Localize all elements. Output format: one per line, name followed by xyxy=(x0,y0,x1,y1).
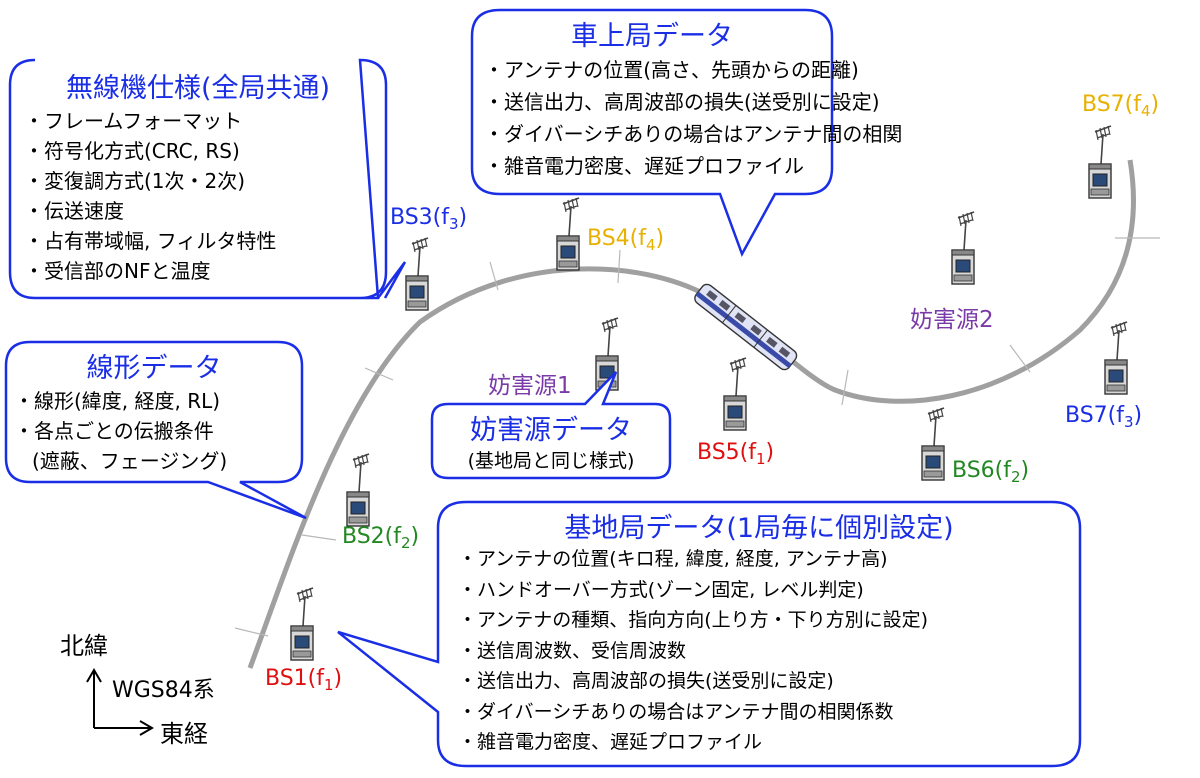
bs5-freq: 1 xyxy=(756,450,766,468)
bs7a-tower xyxy=(1088,125,1112,199)
vehicle-box-list: ・アンテナの位置(高さ、先頭からの距離) ・送信出力、高周波部の損失(送受別に設… xyxy=(484,54,902,182)
compass-arrows xyxy=(86,668,154,736)
bs6-tower xyxy=(921,407,945,481)
vehicle-item: ・ダイバーシチありの場合はアンテナ間の相関 xyxy=(484,122,903,146)
base-item: ・ダイバーシチありの場合はアンテナ間の相関係数 xyxy=(458,700,894,723)
vehicle-item: ・雑音電力密度、遅延プロファイル xyxy=(484,154,804,178)
wgs-label: WGS84系 xyxy=(112,678,215,703)
base-item: ・送信出力、高周波部の損失(送受別に設定) xyxy=(458,670,834,692)
route-item: ・線形(緯度, 経度, RL) xyxy=(14,389,221,413)
route-box-title: 線形データ xyxy=(86,353,222,384)
bs6-freq: 2 xyxy=(1011,468,1021,486)
bs1-tower xyxy=(290,587,314,661)
bs1-name: BS1 xyxy=(265,666,308,691)
interferer2-tower xyxy=(951,211,975,285)
spec-item: ・伝送速度 xyxy=(24,199,124,223)
bs7b-freq: 3 xyxy=(1124,413,1134,431)
route-box-list: ・線形(緯度, 経度, RL) ・各点ごとの伝搬条件 (遮蔽、フェージング) xyxy=(14,386,227,476)
route-item: ・各点ごとの伝搬条件 xyxy=(14,419,214,443)
bs3-name: BS3 xyxy=(390,205,433,230)
bs7a-label: BS7(f4) xyxy=(1082,92,1160,120)
bs5-label: BS5(f1) xyxy=(697,440,775,468)
bs2-label: BS2(f2) xyxy=(342,524,420,552)
spec-box-list: ・フレームフォーマット ・符号化方式(CRC, RS) ・変復調方式(1次・2次… xyxy=(24,106,276,286)
bs2-tower xyxy=(346,453,370,527)
route-callout xyxy=(4,340,307,520)
base-callout xyxy=(337,500,1082,768)
bs3-tower xyxy=(405,237,429,311)
base-box: 基地局データ(1局毎に個別設定) ・アンテナの位置(キロ程, 緯度, 経度, ア… xyxy=(438,502,1080,766)
bs7b-tower xyxy=(1104,321,1128,395)
interferer-box-title: 妨害源データ xyxy=(470,415,632,446)
route-box: 線形データ ・線形(緯度, 経度, RL) ・各点ごとの伝搬条件 (遮蔽、フェー… xyxy=(6,342,302,482)
interferer1-tower xyxy=(595,317,619,391)
bs7a-freq: 4 xyxy=(1141,102,1151,120)
vehicle-box: 車上局データ ・アンテナの位置(高さ、先頭からの距離) ・送信出力、高周波部の損… xyxy=(472,10,902,194)
spec-item: ・符号化方式(CRC, RS) xyxy=(24,139,240,163)
bs1-label: BS1(f1) xyxy=(265,666,343,694)
bs6-name: BS6 xyxy=(952,458,995,483)
east-label: 東経 xyxy=(160,720,208,748)
bs1-freq: 1 xyxy=(324,676,334,694)
bs7b-name: BS7 xyxy=(1065,403,1108,428)
spec-item: ・変復調方式(1次・2次) xyxy=(24,169,246,193)
bs4-tower xyxy=(556,197,580,271)
bs3-label: BS3(f3) xyxy=(390,205,468,233)
bs3-freq: 3 xyxy=(449,215,459,233)
vehicle-box-title: 車上局データ xyxy=(571,21,733,52)
vehicle-item: ・アンテナの位置(高さ、先頭からの距離) xyxy=(484,58,859,82)
route-item: (遮蔽、フェージング) xyxy=(32,449,228,473)
bs7b-label: BS7(f3) xyxy=(1065,403,1143,431)
interferer1-label: 妨害源1 xyxy=(488,373,572,399)
spec-callout xyxy=(8,58,407,303)
base-item: ・ハンドオーバー方式(ゾーン固定, レベル判定) xyxy=(458,578,864,601)
spec-box-title: 無線機仕様(全局共通) xyxy=(65,73,331,104)
interferer-callout xyxy=(430,371,672,480)
spec-item: ・受信部のNFと温度 xyxy=(24,259,211,283)
bs5-tower xyxy=(723,357,747,431)
bs4-label: BS4(f4) xyxy=(587,226,665,254)
base-box-list: ・アンテナの位置(キロ程, 緯度, 経度, アンテナ高) ・ハンドオーバー方式(… xyxy=(458,544,928,758)
interferer-box: 妨害源データ (基地局と同じ様式) xyxy=(432,404,670,478)
interferer2-label: 妨害源2 xyxy=(910,307,994,333)
base-item: ・雑音電力密度、遅延プロファイル xyxy=(458,731,763,753)
vehicle-item: ・送信出力、高周波部の損失(送受別に設定) xyxy=(484,90,880,114)
bs4-name: BS4 xyxy=(587,226,630,251)
bs5-name: BS5 xyxy=(697,440,740,465)
bs2-freq: 2 xyxy=(401,534,411,552)
interferer-box-subtitle: (基地局と同じ様式) xyxy=(467,450,635,472)
route-ticks xyxy=(234,237,1160,637)
spec-item: ・フレームフォーマット xyxy=(24,109,243,133)
base-item: ・アンテナの位置(キロ程, 緯度, 経度, アンテナ高) xyxy=(458,548,888,570)
vehicle-callout xyxy=(470,8,834,258)
base-item: ・送信周波数、受信周波数 xyxy=(458,639,687,662)
bs4-freq: 4 xyxy=(646,236,656,254)
bs6-label: BS6(f2) xyxy=(952,458,1030,486)
north-label: 北緯 xyxy=(60,632,108,660)
spec-item: ・占有帯域幅, フィルタ特性 xyxy=(24,229,277,253)
base-item: ・アンテナの種類、指向方向(上り方・下り方別に設定) xyxy=(458,609,929,631)
spec-box: 無線機仕様(全局共通) ・フレームフォーマット ・符号化方式(CRC, RS) … xyxy=(10,60,386,298)
base-box-title: 基地局データ(1局毎に個別設定) xyxy=(564,513,954,544)
bs7a-name: BS7 xyxy=(1082,92,1125,117)
train xyxy=(694,283,798,371)
bs2-name: BS2 xyxy=(342,524,385,549)
